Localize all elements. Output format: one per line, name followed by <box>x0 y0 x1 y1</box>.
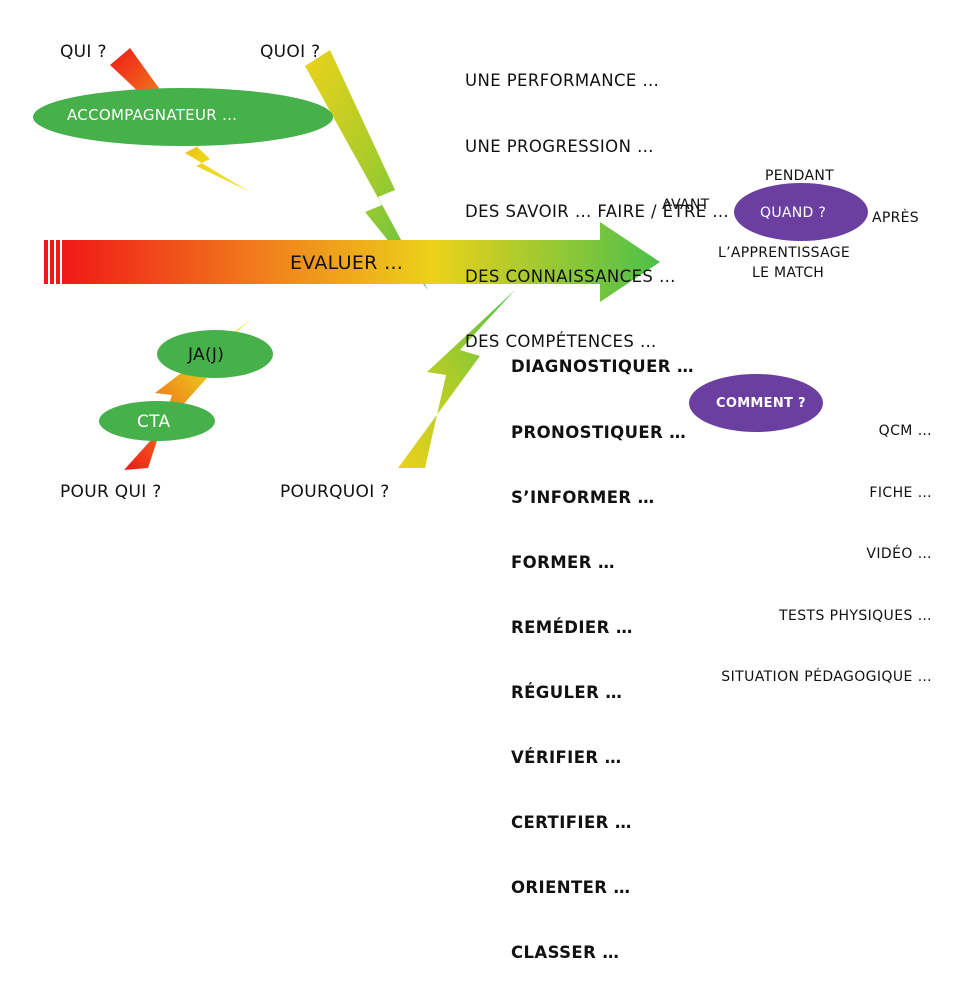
quoi-item: UNE PERFORMANCE … <box>465 71 660 91</box>
accompagnateur-label: ACCOMPAGNATEUR … <box>67 106 238 124</box>
pourquoi-label: POURQUOI ? <box>280 482 390 502</box>
quand-oval <box>734 183 868 241</box>
cta-label: CTA <box>137 412 171 432</box>
pourquoi-item: FORMER … <box>511 552 615 572</box>
diagram-canvas <box>33 48 868 470</box>
quoi-item: DES COMPÉTENCES … <box>465 331 657 351</box>
comment-item: TESTS PHYSIQUES … <box>779 607 932 624</box>
cta-oval <box>99 401 215 441</box>
apprentissage-label: L’APPRENTISSAGE <box>718 245 850 261</box>
quand-label: QUAND ? <box>760 205 827 221</box>
bolt-quoi <box>305 50 428 290</box>
comment-item: FICHE … <box>869 484 932 501</box>
comment-item: SITUATION PÉDAGOGIQUE … <box>721 669 932 685</box>
qui-label: QUI ? <box>60 42 107 62</box>
pourquoi-item: REMÉDIER … <box>511 617 633 637</box>
bolt-pour-qui <box>124 320 250 470</box>
quoi-item: UNE PROGRESSION … <box>465 136 654 156</box>
comment-oval <box>689 374 823 432</box>
bolt-pourquoi <box>398 290 515 468</box>
evaluer-label: EVALUER … <box>290 252 404 274</box>
avant-label: AVANT <box>662 197 710 213</box>
ja-oval <box>157 330 273 378</box>
ja-label: JA(J) <box>188 345 225 365</box>
comment-item: QCM … <box>878 423 932 439</box>
quoi-label: QUOI ? <box>260 42 321 62</box>
pendant-label: PENDANT <box>765 168 834 184</box>
comment-item: VIDÉO … <box>866 546 932 562</box>
pourquoi-item: RÉGULER … <box>511 682 623 702</box>
comment-list: QCM … FICHE … VIDÉO … TESTS PHYSIQUES … … <box>721 380 932 708</box>
pourquoi-item: VÉRIFIER … <box>511 748 622 768</box>
pourquoi-item: CERTIFIER … <box>511 813 632 833</box>
quoi-item: DES SAVOIR … FAIRE / ÊTRE … <box>465 201 730 221</box>
pourquoi-item: DIAGNOSTIQUER … <box>511 357 694 377</box>
comment-label: COMMENT ? <box>716 396 806 411</box>
pourquoi-list: DIAGNOSTIQUER … PRONOSTIQUER … S’INFORME… <box>511 313 694 986</box>
pourquoi-item: S’INFORMER … <box>511 487 655 507</box>
quoi-list: UNE PERFORMANCE … UNE PROGRESSION … DES … <box>465 27 729 374</box>
match-label: LE MATCH <box>752 265 825 281</box>
pourquoi-item: ORIENTER … <box>511 878 631 898</box>
apres-label: APRÈS <box>872 210 919 226</box>
accompagnateur-oval <box>33 88 333 146</box>
pour-qui-label: POUR QUI ? <box>60 482 162 502</box>
evaluer-arrow <box>44 222 660 302</box>
quoi-item: DES CONNAISSANCES … <box>465 266 676 286</box>
pourquoi-item: CLASSER … <box>511 943 620 963</box>
pourquoi-item: PRONOSTIQUER … <box>511 422 687 442</box>
